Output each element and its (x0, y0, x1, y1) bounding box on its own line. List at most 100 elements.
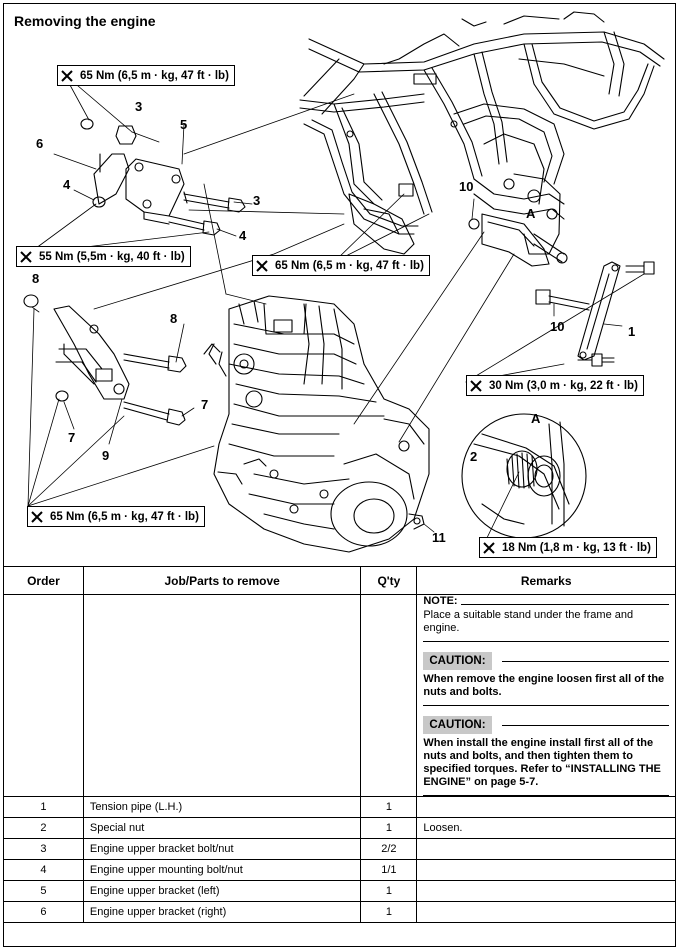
torque-value: 65 Nm (6,5 m · kg, 47 ft · lb) (80, 69, 229, 82)
exploded-view-illustration (23, 11, 665, 553)
qty-cell: 1 (360, 901, 418, 923)
remarks-cell: Loosen. (416, 817, 676, 839)
callout-number: 5 (180, 117, 188, 132)
upper-bracket-assembly (80, 118, 246, 236)
divider (423, 795, 669, 796)
callout-number: 11 (432, 530, 446, 545)
job-cell: Special nut (82, 817, 362, 839)
column-header-qty: Q'ty (360, 566, 418, 595)
torque-value: 18 Nm (1,8 m · kg, 13 ft · lb) (502, 541, 651, 554)
table-row: 4 Engine upper mounting bolt/nut 1/1 (3, 859, 676, 881)
callout-letter: A (531, 411, 541, 426)
torque-wrench-icon (480, 538, 498, 557)
column-header-remarks: Remarks (416, 566, 676, 595)
torque-label: 65 Nm (6,5 m · kg, 47 ft · lb) (252, 255, 430, 276)
torque-wrench-icon (58, 66, 76, 85)
lower-bracket-assembly (23, 294, 187, 426)
callout-number: 4 (63, 177, 71, 192)
remarks-cell (416, 880, 676, 902)
torque-value: 30 Nm (3,0 m · kg, 22 ft · lb) (489, 379, 638, 392)
divider (501, 660, 669, 662)
remarks-cell (416, 838, 676, 860)
note-text: Place a suitable stand under the frame a… (423, 609, 634, 634)
job-cell: Engine upper bracket (right) (82, 901, 362, 923)
qty-cell: 1 (360, 796, 418, 818)
qty-cell: 2/2 (360, 838, 418, 860)
torque-value: 65 Nm (6,5 m · kg, 47 ft · lb) (50, 510, 199, 523)
divider (423, 705, 669, 706)
torque-label: 65 Nm (6,5 m · kg, 47 ft · lb) (27, 506, 205, 527)
torque-wrench-icon (28, 507, 46, 526)
caution-heading: CAUTION: (423, 652, 669, 670)
table-row: 5 Engine upper bracket (left) 1 (3, 880, 676, 902)
remarks-notes-cell: NOTE: Place a suitable stand under the f… (416, 594, 676, 797)
callout-number: 4 (239, 228, 247, 243)
torque-wrench-icon (253, 256, 271, 275)
table-header-row: Order Job/Parts to remove Q'ty Remarks (3, 566, 676, 595)
order-cell: 4 (3, 859, 84, 881)
callout-number: 7 (201, 397, 209, 412)
callout-number: 3 (253, 193, 261, 208)
engine-mount-bracket (468, 213, 590, 311)
divider (501, 724, 669, 726)
parts-table: Order Job/Parts to remove Q'ty Remarks N… (3, 566, 676, 923)
callout-letter: A (526, 206, 536, 221)
qty-cell: 1 (360, 817, 418, 839)
order-cell: 6 (3, 901, 84, 923)
frame-illustration (299, 11, 665, 255)
torque-label: 65 Nm (6,5 m · kg, 47 ft · lb) (57, 65, 235, 86)
order-cell: 2 (3, 817, 84, 839)
tension-pipe (577, 261, 655, 367)
callout-number: 8 (170, 311, 178, 326)
order-cell: 3 (3, 838, 84, 860)
job-cell: Engine upper bracket (left) (82, 880, 362, 902)
job-cell: Engine upper mounting bolt/nut (82, 859, 362, 881)
table-row: 3 Engine upper bracket bolt/nut 2/2 (3, 838, 676, 860)
note-heading: NOTE: (423, 595, 669, 607)
torque-wrench-icon (467, 376, 485, 395)
engine-removal-diagram: Removing the engine 65 Nm (6,5 m · kg, 4… (4, 4, 675, 566)
caution-text: When remove the engine loosen first all … (423, 673, 665, 698)
callout-number: 8 (32, 271, 40, 286)
detail-a-view (461, 413, 587, 539)
qty-cell: 1 (360, 880, 418, 902)
remarks-cell (416, 796, 676, 818)
divider (460, 604, 669, 605)
caution-label: CAUTION: (423, 716, 492, 734)
callout-number: 7 (68, 430, 76, 445)
table-row: 6 Engine upper bracket (right) 1 (3, 901, 676, 923)
caution-label: CAUTION: (423, 652, 492, 670)
torque-label: 18 Nm (1,8 m · kg, 13 ft · lb) (479, 537, 657, 558)
callout-number: 9 (102, 448, 110, 463)
callout-number: 3 (135, 99, 143, 114)
callout-number: 6 (36, 136, 44, 151)
order-cell: 5 (3, 880, 84, 902)
page-frame (3, 3, 676, 947)
callout-number: 1 (628, 324, 636, 339)
torque-value: 55 Nm (5,5m · kg, 40 ft · lb) (39, 250, 185, 263)
callout-number: 10 (550, 319, 565, 334)
order-cell: 1 (3, 796, 84, 818)
remarks-cell (416, 901, 676, 923)
caution-heading: CAUTION: (423, 716, 669, 734)
qty-cell: 1/1 (360, 859, 418, 881)
column-header-order: Order (3, 566, 84, 595)
engine-illustration (203, 295, 430, 553)
torque-wrench-icon (17, 247, 35, 266)
torque-value: 65 Nm (6,5 m · kg, 47 ft · lb) (275, 259, 424, 272)
table-row: 2 Special nut 1 Loosen. (3, 817, 676, 839)
caution-text: When install the engine install first al… (423, 737, 661, 788)
job-cell: Engine upper bracket bolt/nut (82, 838, 362, 860)
divider (423, 641, 669, 642)
table-row: 1 Tension pipe (L.H.) 1 (3, 796, 676, 818)
column-header-job: Job/Parts to remove (82, 566, 362, 595)
remarks-cell (416, 859, 676, 881)
callout-number: 2 (470, 449, 478, 464)
notes-row: NOTE: Place a suitable stand under the f… (3, 594, 676, 797)
torque-label: 55 Nm (5,5m · kg, 40 ft · lb) (16, 246, 191, 267)
section-title: Removing the engine (14, 13, 156, 29)
job-cell: Tension pipe (L.H.) (82, 796, 362, 818)
note-label: NOTE: (423, 595, 458, 607)
torque-label: 30 Nm (3,0 m · kg, 22 ft · lb) (466, 375, 644, 396)
